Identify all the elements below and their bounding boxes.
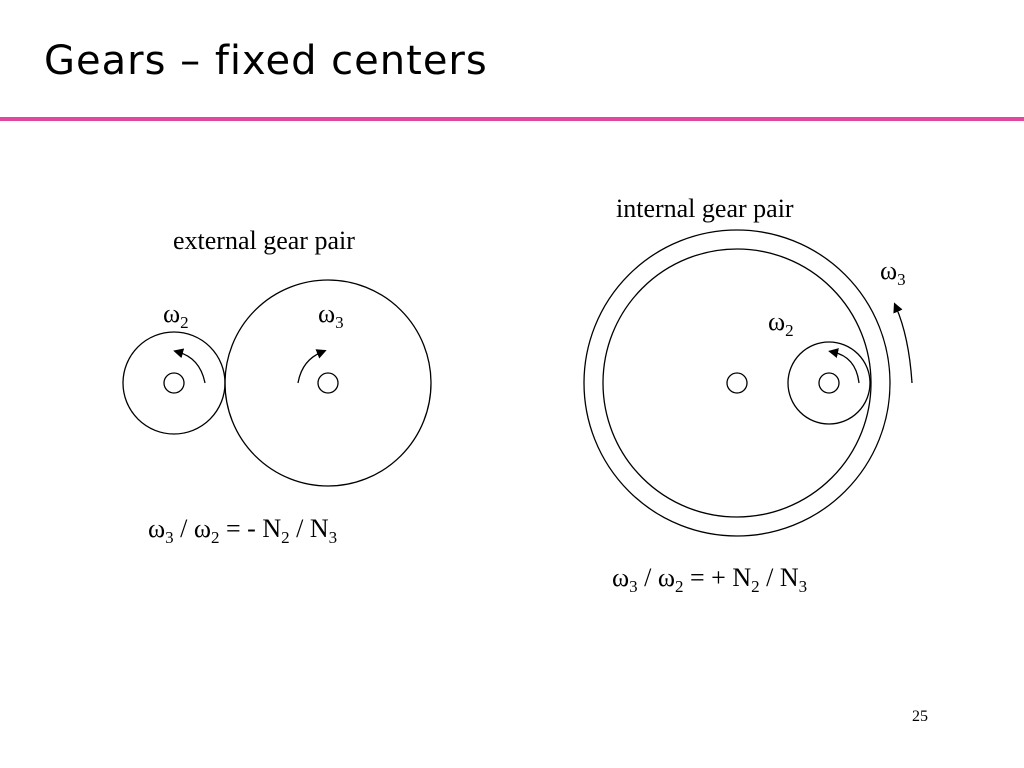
page-number: 25 <box>912 708 928 725</box>
slide-title: Gears – fixed centers <box>44 38 488 84</box>
internal-omega-3: ω3 <box>880 256 906 289</box>
internal-pinion-center <box>818 372 840 394</box>
internal-ratio-equation: ω3 / ω2 = + N2 / N3 <box>612 563 807 596</box>
external-wheel-center <box>317 372 339 394</box>
external-pinion-rotation-arrow <box>173 348 206 384</box>
external-wheel-rotation-arrow <box>297 349 327 384</box>
internal-ring-rotation-arrow <box>893 302 913 384</box>
external-pinion-gear <box>122 331 226 435</box>
external-gear-label: external gear pair <box>173 226 355 255</box>
title-underline <box>0 117 1024 121</box>
external-omega-2: ω2 <box>163 299 189 332</box>
internal-gear-label: internal gear pair <box>616 194 794 223</box>
external-ratio-equation: ω3 / ω2 = - N2 / N3 <box>148 514 337 547</box>
internal-omega-2: ω2 <box>768 307 794 340</box>
external-pinion-center <box>163 372 185 394</box>
internal-ring-inner <box>602 248 872 518</box>
external-wheel-gear <box>224 279 432 487</box>
internal-pinion-gear <box>787 341 871 425</box>
internal-pinion-rotation-arrow <box>828 348 860 384</box>
external-omega-3: ω3 <box>318 299 344 332</box>
internal-ring-center <box>726 372 748 394</box>
internal-ring-outer <box>583 229 891 537</box>
